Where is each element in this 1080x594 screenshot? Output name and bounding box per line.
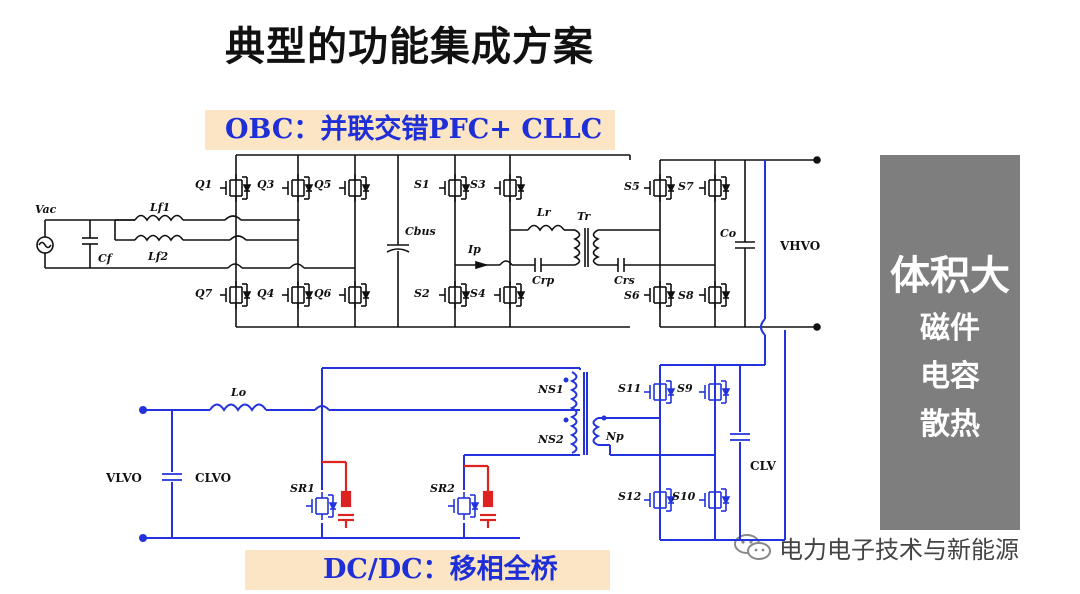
svg-text:VLVO: VLVO — [105, 471, 142, 485]
np-winding — [592, 417, 601, 446]
side-main-text: 体积大 — [890, 253, 1010, 299]
svg-text:CLVO: CLVO — [195, 471, 231, 485]
svg-text:S2: S2 — [414, 287, 430, 300]
svg-text:Np: Np — [605, 430, 624, 443]
svg-text:S3: S3 — [470, 178, 486, 191]
svg-text:Q4: Q4 — [257, 287, 274, 300]
svg-text:S11: S11 — [618, 382, 641, 395]
circuit-diagram: Vac Cf Lf1 Lf2 Q1 Q3 Q5 Q7 Q4 Q6 Cbus S1… — [35, 154, 821, 542]
dcdc-labels: Lo VLVO CLVO NS1 NS2 Np SR1 SR2 S11 S9 S… — [105, 382, 777, 503]
svg-text:S5: S5 — [624, 180, 640, 193]
obc-banner: OBC：并联交错PFC+ CLLC — [205, 110, 615, 150]
svg-text:S6: S6 — [624, 289, 640, 302]
svg-text:Crs: Crs — [614, 274, 635, 287]
svg-text:Lo: Lo — [230, 386, 246, 399]
obc-labels: Vac Cf Lf1 Lf2 Q1 Q3 Q5 Q7 Q4 Q6 Cbus S1… — [35, 178, 820, 302]
svg-text:S12: S12 — [618, 490, 642, 503]
watermark: 电力电子技术与新能源 — [733, 532, 1019, 564]
svg-text:Q5: Q5 — [314, 178, 331, 191]
obc-circuit — [36, 154, 821, 331]
svg-text:Lr: Lr — [536, 206, 552, 219]
side-item-capacitor: 电容 — [920, 359, 980, 394]
svg-text:SR2: SR2 — [430, 482, 455, 495]
ns-windings — [569, 371, 578, 454]
watermark-text: 电力电子技术与新能源 — [779, 535, 1019, 564]
lo-inductor — [209, 403, 267, 412]
svg-text:S10: S10 — [672, 490, 696, 503]
dcdc-circuit — [139, 160, 786, 542]
svg-text:Q3: Q3 — [257, 178, 275, 191]
svg-text:Vac: Vac — [35, 203, 57, 216]
svg-text:Co: Co — [720, 227, 736, 240]
wechat-icon — [734, 534, 771, 560]
clvo-capacitor — [161, 473, 183, 481]
svg-text:Q1: Q1 — [195, 178, 212, 191]
svg-text:NS2: NS2 — [537, 433, 564, 446]
svg-text:Lf2: Lf2 — [147, 250, 168, 263]
svg-text:Lf1: Lf1 — [149, 201, 170, 214]
svg-text:Ip: Ip — [467, 243, 481, 256]
side-summary-box: 体积大 磁件 电容 散热 — [880, 155, 1020, 530]
svg-text:Crp: Crp — [532, 274, 555, 287]
clv-capacitor — [729, 433, 751, 441]
lf1-inductor — [134, 214, 184, 222]
lr-inductor — [527, 224, 565, 232]
snubber-networks — [322, 460, 496, 528]
side-item-magnetics: 磁件 — [920, 311, 980, 346]
svg-text:S8: S8 — [678, 289, 694, 302]
svg-text:Tr: Tr — [577, 210, 591, 223]
svg-text:Q6: Q6 — [314, 287, 332, 300]
side-item-cooling: 散热 — [920, 407, 980, 442]
svg-text:S7: S7 — [678, 180, 694, 193]
tr-transformer — [573, 229, 581, 266]
svg-text:S4: S4 — [470, 287, 486, 300]
svg-text:S9: S9 — [677, 382, 693, 395]
slide-title: 典型的功能集成方案 — [225, 24, 594, 70]
svg-text:S1: S1 — [414, 178, 430, 191]
lf2-inductor — [134, 234, 184, 242]
svg-text:NS1: NS1 — [537, 383, 564, 396]
svg-text:Cbus: Cbus — [405, 225, 436, 238]
svg-text:Q7: Q7 — [195, 287, 213, 300]
svg-text:SR1: SR1 — [290, 482, 315, 495]
svg-text:Cf: Cf — [98, 252, 114, 265]
svg-text:CLV: CLV — [750, 459, 777, 473]
dcdc-mosfets — [305, 377, 730, 521]
dcdc-banner: DC/DC：移相全桥 — [245, 550, 610, 590]
svg-text:VHVO: VHVO — [779, 239, 820, 253]
